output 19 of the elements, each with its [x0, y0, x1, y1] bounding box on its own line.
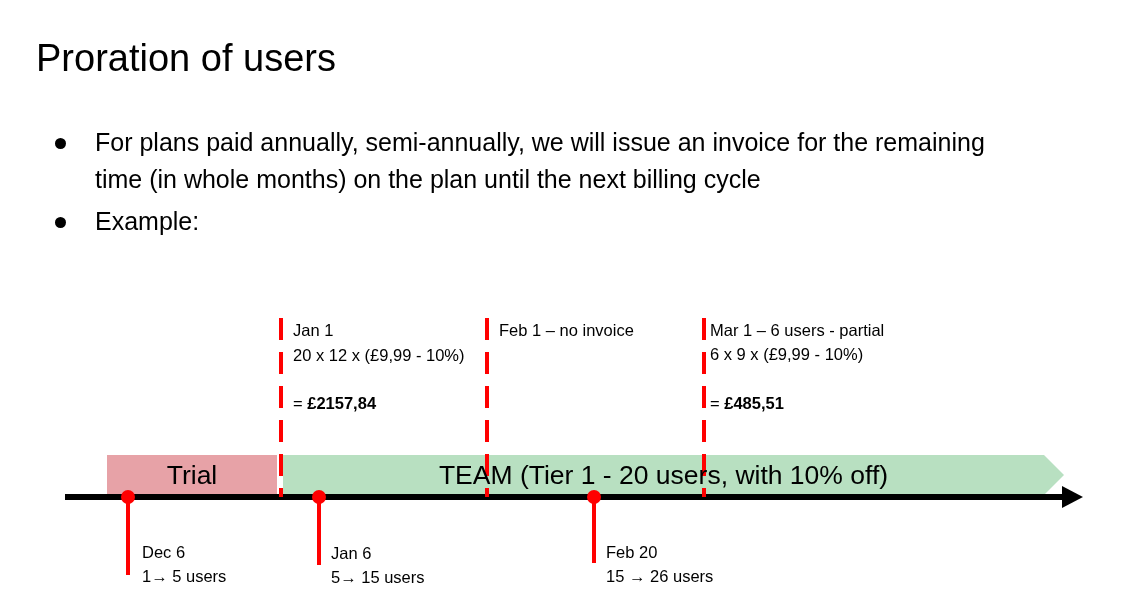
- event-date: Jan 6: [331, 543, 372, 563]
- event-date: Feb 20: [606, 542, 658, 562]
- date-label: Feb 1 – no invoice: [499, 320, 634, 340]
- price-formula: 20 x 12 x (£9,99 - 10%): [293, 345, 465, 365]
- trial-period-band: [107, 455, 277, 495]
- user-count-change: 1→ 5 users: [142, 566, 227, 586]
- date-label: Jan 1: [293, 320, 334, 340]
- invoice-total: = £2157,84: [293, 393, 377, 413]
- band-label: TEAM (Tier 1 - 20 users, with 10% off): [438, 460, 889, 490]
- user-count-change: 5→ 15 users: [331, 567, 425, 587]
- invoice-total: = £485,51: [710, 393, 784, 413]
- user-count-change: 15 → 26 users: [606, 566, 714, 586]
- price-formula: 6 x 9 x (£9,99 - 10%): [710, 344, 864, 364]
- bullet-text: Example:: [95, 206, 200, 237]
- event-date: Dec 6: [142, 542, 186, 562]
- date-label: Mar 1 – 6 users - partial: [710, 320, 885, 340]
- band-label: Trial: [166, 460, 218, 490]
- slide-title: Proration of users: [36, 36, 336, 81]
- bullet-text: For plans paid annually, semi-annually, we will issue an invoice for the remaining time (in whole months) on the plan until the next billing cycle: [95, 127, 986, 195]
